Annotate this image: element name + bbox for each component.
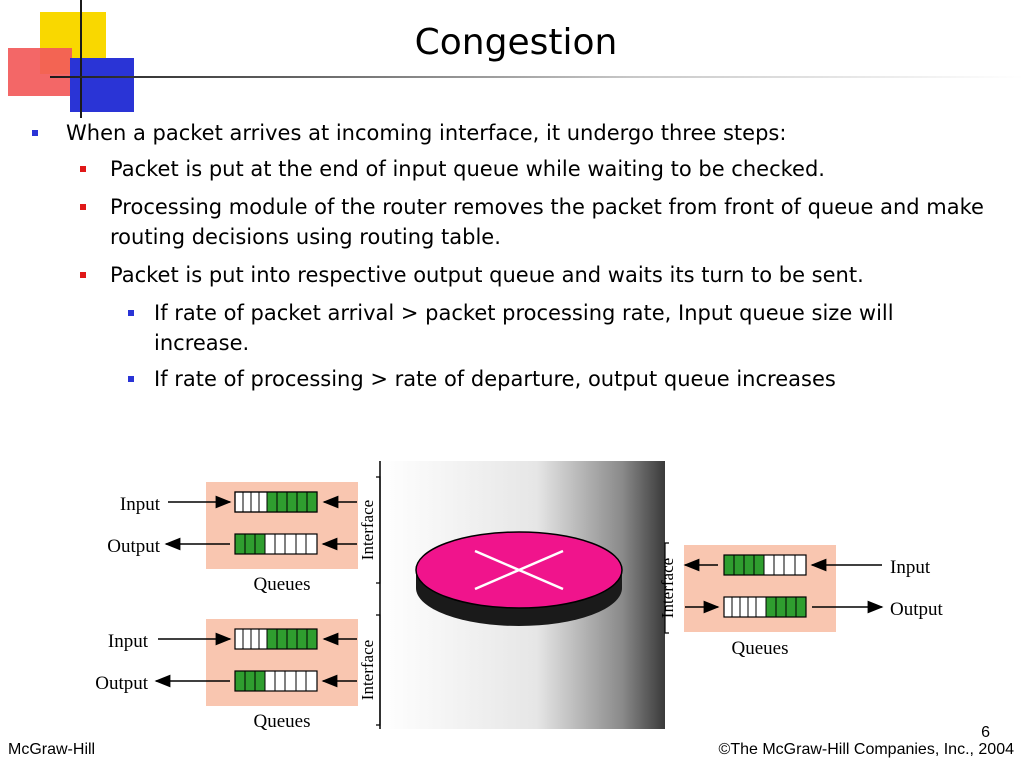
- router-icon: [415, 531, 623, 626]
- bullet-item: Packet is put at the end of input queue …: [30, 154, 990, 184]
- decor-red-square: [8, 48, 72, 96]
- interface-label: Interface: [358, 500, 377, 560]
- bullet-text: When a packet arrives at incoming interf…: [66, 121, 787, 145]
- queue-group-left-top: [164, 482, 358, 569]
- bullet-square-icon: [80, 204, 86, 210]
- output-label: Output: [890, 599, 944, 620]
- bullet-item: Packet is put into respective output que…: [30, 260, 990, 290]
- bullet-square-icon: [80, 166, 86, 172]
- input-label: Input: [890, 557, 931, 578]
- output-queue: [234, 670, 318, 692]
- interface-bracket-left-top: Interface: [358, 476, 381, 584]
- slide-title: Congestion: [414, 22, 618, 63]
- input-queue: [234, 628, 318, 650]
- bullet-text: Processing module of the router removes …: [110, 195, 984, 249]
- interface-bracket-right: Interface: [658, 542, 677, 634]
- bullet-item: If rate of processing > rate of departur…: [30, 364, 990, 394]
- page-number: 6: [981, 724, 990, 741]
- interface-bracket-left-bottom: Interface: [358, 614, 381, 726]
- footer-copyright: ©The McGraw-Hill Companies, Inc., 2004: [718, 741, 1014, 758]
- bullet-square-icon: [32, 130, 38, 136]
- output-label: Output: [95, 673, 149, 694]
- decor-vertical-line: [80, 0, 82, 118]
- input-queue: [723, 554, 807, 576]
- footer-publisher: McGraw-Hill: [8, 741, 96, 758]
- output-queue: [234, 533, 318, 555]
- interface-label: Interface: [658, 558, 677, 618]
- bullet-text: If rate of packet arrival > packet proce…: [154, 301, 894, 355]
- queues-label: Queues: [732, 638, 789, 659]
- bullet-item: If rate of packet arrival > packet proce…: [30, 298, 990, 358]
- bullet-square-icon: [128, 310, 134, 316]
- bullet-square-icon: [128, 376, 134, 382]
- bullet-text: Packet is put into respective output que…: [110, 263, 864, 287]
- input-label: Input: [120, 494, 161, 515]
- router-queue-diagram: Interface Interface Interface Input Outp…: [95, 461, 944, 732]
- bullet-item: When a packet arrives at incoming interf…: [30, 118, 990, 148]
- queues-label: Queues: [254, 574, 311, 595]
- bullet-item: Processing module of the router removes …: [30, 192, 990, 252]
- queues-label: Queues: [254, 711, 311, 732]
- interface-label: Interface: [358, 640, 377, 700]
- queue-group-right: [683, 545, 884, 632]
- queue-group-left-bottom: [154, 619, 358, 706]
- input-queue: [234, 491, 318, 513]
- input-label: Input: [108, 631, 149, 652]
- bullet-text: If rate of processing > rate of departur…: [154, 367, 836, 391]
- output-label: Output: [107, 536, 161, 557]
- bullet-list: When a packet arrives at incoming interf…: [30, 118, 990, 400]
- decor-horizontal-line: [50, 76, 1024, 78]
- bullet-square-icon: [80, 272, 86, 278]
- output-queue: [723, 596, 807, 618]
- bullet-text: Packet is put at the end of input queue …: [110, 157, 825, 181]
